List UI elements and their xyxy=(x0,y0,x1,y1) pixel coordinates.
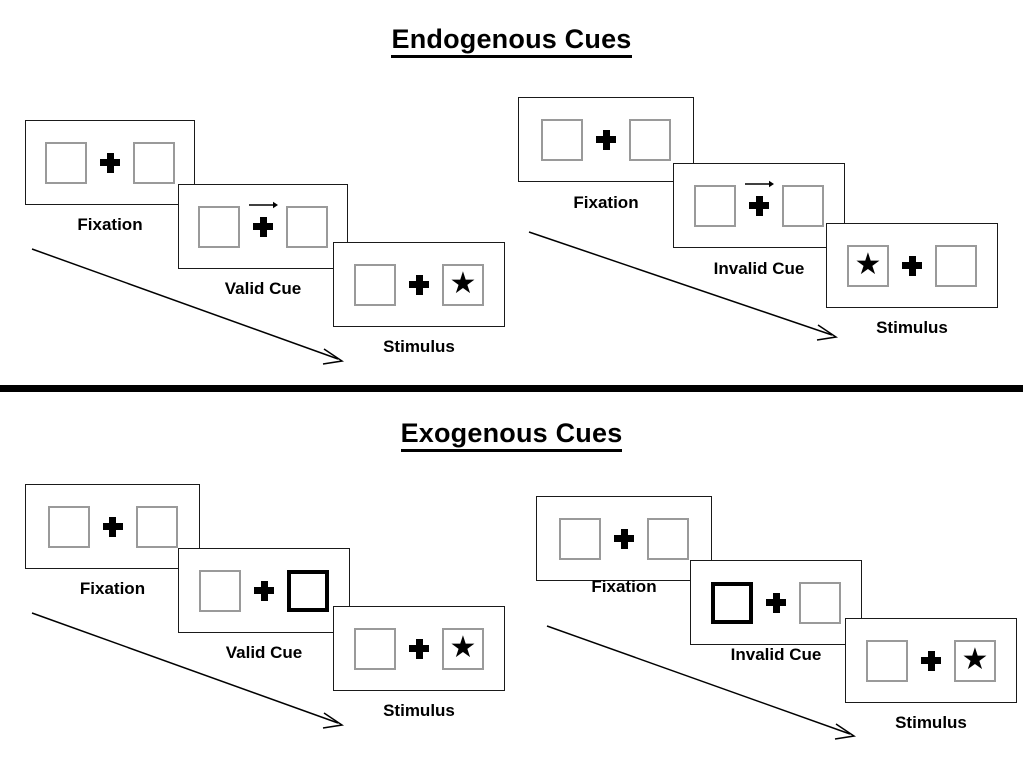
right-box-cued xyxy=(287,569,329,612)
frame-content xyxy=(559,517,689,560)
left-box xyxy=(694,184,736,227)
right-box xyxy=(799,581,841,624)
frame-label-exogenous-valid-cue: Valid Cue xyxy=(225,643,303,662)
frame-content xyxy=(198,201,328,248)
star-icon: ★ xyxy=(961,642,989,676)
frame-endogenous-invalid-stimulus: ★ xyxy=(826,223,998,308)
frame-label-endogenous-valid-stimulus: Stimulus xyxy=(383,337,455,356)
frame-exogenous-invalid-fixation xyxy=(536,496,712,581)
section-title-endogenous-text: Endogenous Cues xyxy=(391,24,632,58)
right-box xyxy=(782,184,824,227)
arrow-right-cue-icon xyxy=(249,201,278,208)
right-box xyxy=(629,118,671,161)
left-box xyxy=(559,517,601,560)
frame-endogenous-invalid-cue xyxy=(673,163,845,248)
frame-label-exogenous-valid-stimulus: Stimulus xyxy=(383,701,455,720)
fixation-cross-icon xyxy=(409,638,429,659)
fixation-cross-icon xyxy=(100,152,120,173)
fixation-area xyxy=(240,201,286,237)
frame-content: ★ xyxy=(866,639,996,682)
time-flow-arrow-endogenous-valid xyxy=(31,248,345,365)
fixation-area xyxy=(908,650,954,671)
frame-endogenous-valid-fixation xyxy=(25,120,195,205)
right-box xyxy=(135,505,178,548)
fixation-cross-icon xyxy=(253,216,273,237)
section-title-exogenous: Exogenous Cues xyxy=(0,418,1023,452)
left-box xyxy=(354,627,396,670)
fixation-cross-icon xyxy=(749,195,769,216)
frame-endogenous-invalid-fixation xyxy=(518,97,694,182)
fixation-cross-icon xyxy=(409,274,429,295)
frame-content xyxy=(541,118,671,161)
fixation-area xyxy=(753,592,799,613)
fixation-cross-icon xyxy=(902,255,922,276)
left-box xyxy=(199,569,241,612)
time-flow-arrow-endogenous-invalid xyxy=(528,231,839,341)
left-box xyxy=(45,141,87,184)
left-box xyxy=(541,118,583,161)
star-icon: ★ xyxy=(449,266,477,300)
left-box xyxy=(866,639,908,682)
right-box xyxy=(286,205,328,248)
fixation-area xyxy=(736,180,782,216)
fixation-area xyxy=(396,638,442,659)
frame-label-endogenous-valid-fixation: Fixation xyxy=(77,215,143,234)
time-flow-arrow-exogenous-valid xyxy=(31,612,345,729)
frame-endogenous-valid-stimulus: ★ xyxy=(333,242,505,327)
fixation-area xyxy=(90,516,136,537)
star-icon: ★ xyxy=(449,630,477,664)
arrow-right-cue-icon xyxy=(745,180,774,187)
star-icon: ★ xyxy=(854,247,882,281)
frame-content: ★ xyxy=(847,244,977,287)
fixation-cross-icon xyxy=(102,516,123,537)
frame-label-endogenous-invalid-stimulus: Stimulus xyxy=(876,318,948,337)
frame-content xyxy=(199,569,329,612)
right-box xyxy=(935,244,977,287)
frame-content xyxy=(47,505,178,548)
section-title-exogenous-text: Exogenous Cues xyxy=(400,418,623,452)
right-box xyxy=(133,141,175,184)
frame-exogenous-invalid-stimulus: ★ xyxy=(845,618,1017,703)
left-box xyxy=(47,505,90,548)
frame-label-exogenous-invalid-cue: Invalid Cue xyxy=(730,645,822,664)
left-box xyxy=(354,263,396,306)
frame-label-exogenous-valid-fixation: Fixation xyxy=(79,579,146,598)
frame-exogenous-invalid-cue xyxy=(690,560,862,645)
right-box: ★ xyxy=(442,263,484,306)
frame-content xyxy=(45,141,175,184)
frame-content xyxy=(694,180,824,227)
fixation-area xyxy=(889,255,935,276)
fixation-area xyxy=(601,528,647,549)
frame-label-exogenous-invalid-fixation: Fixation xyxy=(591,577,657,596)
section-divider xyxy=(0,385,1023,392)
left-box: ★ xyxy=(847,244,889,287)
fixation-cross-icon xyxy=(766,592,786,613)
fixation-cross-icon xyxy=(921,650,941,671)
right-box xyxy=(647,517,689,560)
fixation-area xyxy=(87,152,133,173)
frame-exogenous-valid-cue xyxy=(178,548,350,633)
fixation-cross-icon xyxy=(596,129,616,150)
frame-content xyxy=(711,581,841,624)
left-box xyxy=(198,205,240,248)
fixation-area xyxy=(583,129,629,150)
fixation-area xyxy=(241,580,287,601)
fixation-cross-icon xyxy=(614,528,634,549)
fixation-cross-icon xyxy=(254,580,274,601)
frame-endogenous-valid-cue xyxy=(178,184,348,269)
frame-content: ★ xyxy=(354,263,484,306)
frame-exogenous-valid-stimulus: ★ xyxy=(333,606,505,691)
left-box-cued xyxy=(711,581,753,624)
frame-label-endogenous-valid-cue: Valid Cue xyxy=(224,279,302,298)
right-box: ★ xyxy=(954,639,996,682)
frame-label-exogenous-invalid-stimulus: Stimulus xyxy=(895,713,967,732)
section-title-endogenous: Endogenous Cues xyxy=(0,24,1023,58)
frame-content: ★ xyxy=(354,627,484,670)
frame-label-endogenous-invalid-fixation: Fixation xyxy=(573,193,639,212)
frame-label-endogenous-invalid-cue: Invalid Cue xyxy=(713,259,805,278)
frame-exogenous-valid-fixation xyxy=(25,484,200,569)
time-flow-arrow-exogenous-invalid xyxy=(546,625,857,740)
right-box: ★ xyxy=(442,627,484,670)
fixation-area xyxy=(396,274,442,295)
